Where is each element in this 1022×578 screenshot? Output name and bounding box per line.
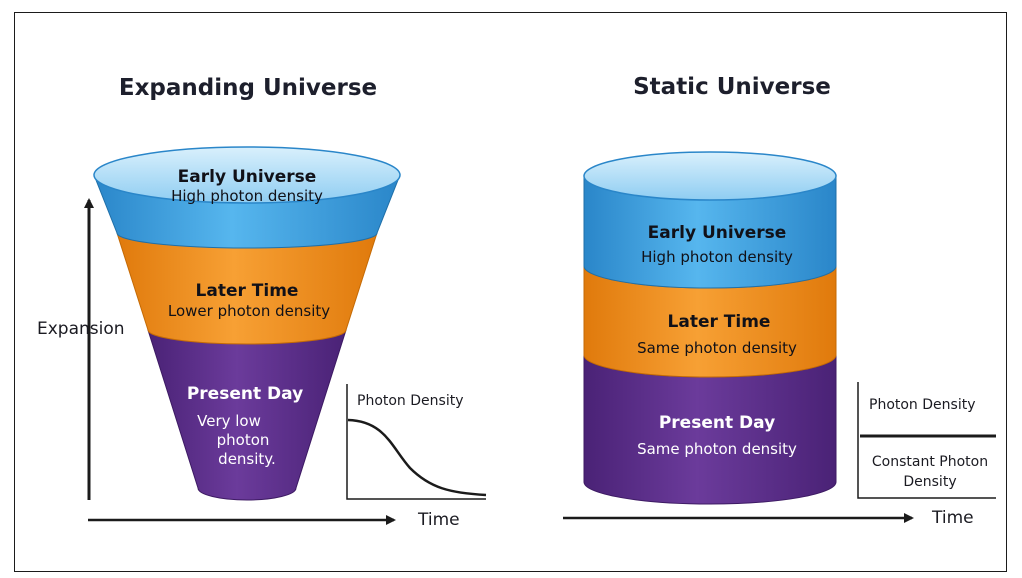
funnel-top	[93, 146, 401, 204]
expanding-later-title: Later Time	[196, 281, 299, 301]
cylinder-top	[583, 151, 837, 201]
static-present-desc: Same photon density	[637, 440, 797, 458]
expanding-chart-label: Photon Density	[357, 393, 463, 409]
expanding-early-desc: High photon density	[171, 187, 323, 205]
expanding-present-desc-1: Very low	[197, 412, 261, 430]
funnel-layer-present-day	[147, 329, 347, 501]
expansion-axis-label: Expansion	[37, 319, 125, 339]
expanding-present-desc-2: photon	[217, 431, 270, 449]
expanding-present-desc-3: density.	[218, 450, 276, 468]
expanding-chart-axes	[346, 384, 486, 500]
expanding-density-curve	[347, 418, 487, 497]
static-early-desc: High photon density	[641, 248, 793, 266]
expanding-early-title: Early Universe	[178, 167, 317, 187]
static-early-title: Early Universe	[648, 223, 787, 243]
expanding-time-label: Time	[417, 510, 460, 530]
static-chart-axes	[857, 382, 996, 499]
static-title: Static Universe	[633, 74, 831, 100]
expanding-present-title: Present Day	[187, 384, 303, 404]
expanding-later-desc: Lower photon density	[168, 302, 330, 320]
expanding-title: Expanding Universe	[119, 75, 377, 101]
static-chart-note-1: Constant Photon	[872, 454, 988, 470]
funnel-layer-later-time	[116, 232, 378, 345]
static-chart-label: Photon Density	[869, 397, 975, 413]
static-present-title: Present Day	[659, 413, 775, 433]
static-later-title: Later Time	[668, 312, 771, 332]
cylinder-layer-early-universe	[583, 175, 837, 289]
static-chart-note-2: Density	[903, 474, 956, 490]
static-time-label: Time	[931, 508, 974, 528]
static-later-desc: Same photon density	[637, 339, 797, 357]
figure-frame	[14, 12, 1007, 572]
